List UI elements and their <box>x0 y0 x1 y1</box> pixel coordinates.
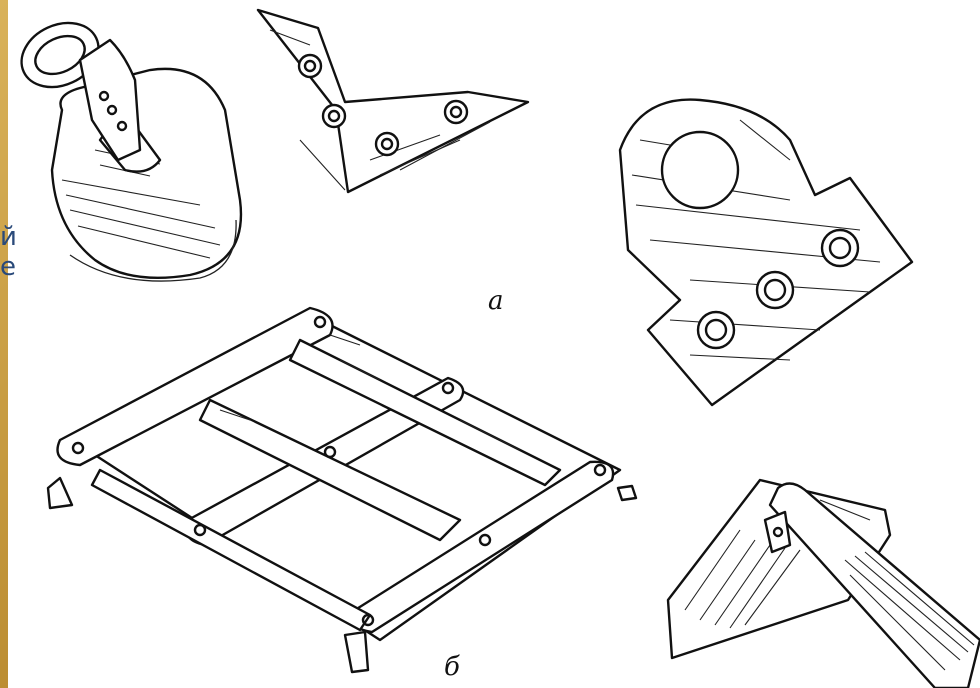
angle-bracket-icon <box>256 8 530 194</box>
shaped-plate-icon <box>618 98 914 407</box>
handle-on-wedge-icon <box>666 478 980 688</box>
figure-label-a: а <box>488 286 504 316</box>
clamp-with-oval-plate-icon <box>20 21 243 282</box>
figure-label-b: б <box>444 652 460 682</box>
frame-assembly-icon <box>46 306 638 674</box>
edge-text-fragment: й e: <box>0 222 16 282</box>
